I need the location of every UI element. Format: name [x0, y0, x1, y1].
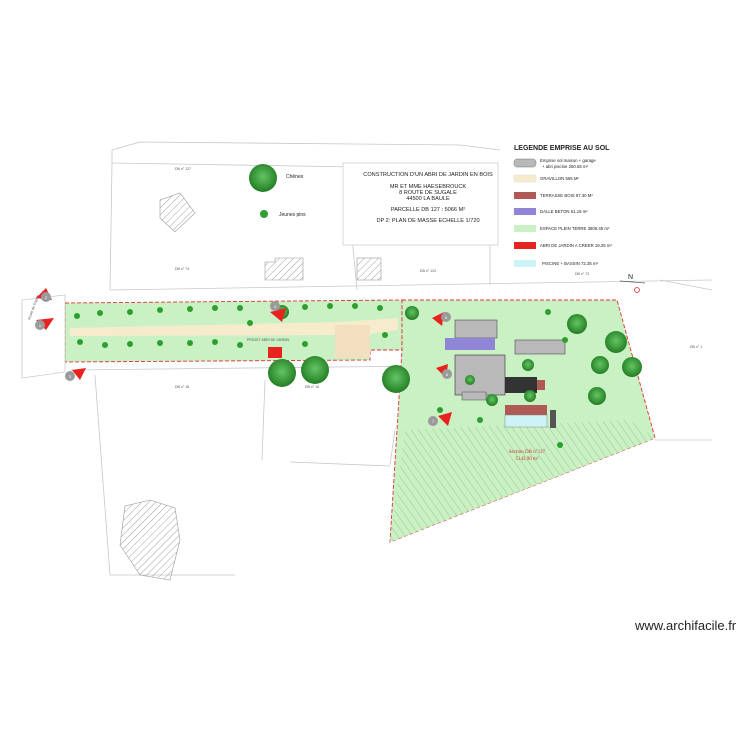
legend-swatch-shed [514, 242, 536, 249]
photo-markers: 2 1 3 4 5 6 7 [35, 288, 452, 426]
parcel-16-label: DB n° 16 [305, 385, 319, 389]
pool-shelter [514, 339, 566, 355]
small-trees [74, 303, 568, 448]
section-area-label: 5142,90 m² [516, 456, 539, 462]
photo-marker-6: 6 [436, 364, 452, 379]
neighbour-house-4 [119, 499, 181, 581]
section-label: Section DB n°127 [509, 450, 546, 455]
legend-label-shed: ABRI DE JARDIN A CREER 19.25 m² [540, 243, 612, 248]
neighbour-house-3 [356, 257, 382, 281]
title-line-3: 8 ROUTE DE SUGALE [399, 190, 457, 196]
legend-swatch-pool [514, 260, 536, 267]
svg-text:6: 6 [446, 372, 449, 377]
section-hatched [390, 420, 655, 542]
watermark-text: www.archifacile.fr [635, 618, 737, 633]
title-line-6: DP 2: PLAN DE MASSE ECHELLE 1/720 [376, 218, 479, 224]
title-line-5: PARCELLE DB 127 : 5066 M² [391, 207, 465, 213]
young-pine-icon [260, 210, 268, 218]
shed-label: PROJET ABRI DE JARDIN [247, 338, 290, 342]
parcel-124-label: DB n° 124 [420, 269, 436, 273]
gravel-area [335, 325, 370, 358]
gravel-path [70, 318, 398, 336]
svg-text:4: 4 [274, 304, 277, 309]
svg-text:1: 1 [39, 323, 42, 328]
garden-shed-project: PROJET ABRI DE JARDIN [247, 338, 290, 358]
photo-marker-3: 3 [65, 368, 86, 381]
neighbour-house-1 [159, 192, 196, 233]
photo-marker-1: 1 [35, 318, 54, 330]
legend-swatch-house [513, 158, 537, 168]
porch [461, 391, 487, 401]
pool-equipment [550, 410, 556, 428]
legend-label-concrete: DALLE BETON 61.15 m² [540, 209, 588, 214]
main-house [454, 354, 506, 396]
svg-text:5: 5 [445, 315, 448, 320]
shed [268, 347, 282, 358]
title-line-1: CONSTRUCTION D'UN ABRI DE JARDIN EN BOIS [363, 172, 493, 178]
svg-text:2: 2 [45, 295, 48, 300]
photo-marker-4: 4 [270, 301, 286, 322]
title-block: CONSTRUCTION D'UN ABRI DE JARDIN EN BOIS… [342, 162, 499, 246]
property-parcel: Route de Sugale [21, 294, 656, 543]
legend-label-house: Emprise sol maison + garage [540, 158, 596, 163]
legend-label-terrace: TERRASSE BOIS 97.30 M² [540, 193, 593, 198]
parcel-73-label: DB n° 73 [575, 272, 589, 276]
oak-tree-icon [249, 164, 277, 192]
north-arrow: N [619, 274, 646, 293]
legend-label-pool: PISCINE + BASSIN 72.35 m² [542, 261, 599, 266]
parcel-18-label: DB n° 18 [175, 385, 189, 389]
legend-label-green: ESPACE PLEIN TERRE 3809.45 m² [540, 226, 610, 231]
buildings [445, 319, 566, 428]
legend-label-house-2: + abri piscine 260.65 m² [542, 164, 589, 169]
legend-label-gravel: GRAVILLON 565 M² [540, 176, 579, 181]
svg-text:3: 3 [69, 374, 72, 379]
title-line-4: 44500 LA BAULE [406, 196, 450, 202]
legend-title: LEGENDE EMPRISE AU SOL [514, 145, 610, 152]
legend-swatch-green [514, 225, 536, 232]
parcel-labels: DB n° 127 DB n° 74 DB n° 124 DB n° 73 DB… [175, 167, 702, 462]
neighbour-buildings [119, 192, 382, 581]
parcel-74-label: DB n° 74 [175, 267, 189, 271]
photo-marker-2: 2 [36, 288, 52, 302]
terrace-small [537, 380, 545, 390]
legend-swatch-terrace [514, 192, 536, 199]
legend-swatch-gravel [513, 174, 537, 183]
pool [504, 414, 548, 428]
young-pines-label: Jeunes pins [279, 212, 306, 218]
road [21, 294, 66, 379]
garage [454, 319, 498, 339]
north-marker-icon [634, 287, 640, 293]
parcel-127-label: DB n° 127 [175, 167, 191, 171]
neighbour-house-2 [264, 257, 304, 281]
photo-marker-7: 7 [428, 412, 452, 426]
concrete-slab [445, 338, 495, 350]
oak-label: Chênes [286, 174, 304, 180]
legend-trees: Chênes Jeunes pins [249, 164, 306, 218]
legend-swatch-concrete [514, 208, 536, 215]
legend: LEGENDE EMPRISE AU SOL Emprise sol maiso… [513, 145, 612, 267]
svg-text:7: 7 [432, 419, 435, 424]
photo-marker-5: 5 [432, 312, 451, 326]
house-dark-annex [505, 377, 537, 393]
north-label: N [628, 274, 633, 281]
parcel-1-label: DB n° 1 [690, 345, 702, 349]
title-line-2: MR ET MME HAESEBROUCK [390, 184, 467, 190]
